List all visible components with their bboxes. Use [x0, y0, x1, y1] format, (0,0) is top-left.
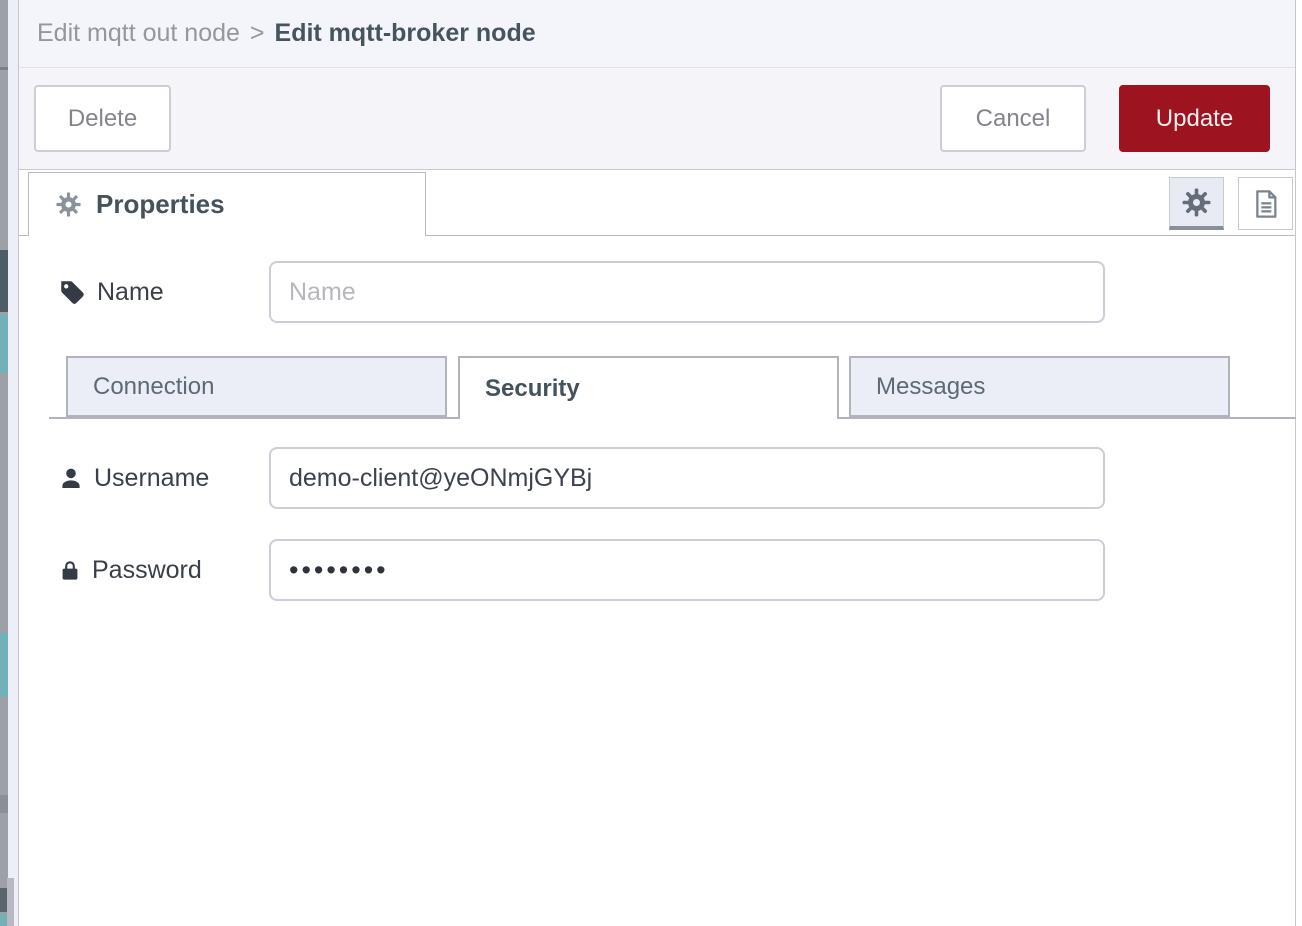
username-field-label: Username [59, 447, 209, 509]
cancel-button[interactable]: Cancel [940, 85, 1086, 152]
palette-divider [0, 67, 8, 70]
properties-row-divider [19, 235, 1295, 236]
edit-node-tray: Edit mqtt out node > Edit mqtt-broker no… [18, 0, 1296, 926]
tab-messages[interactable]: Messages [849, 356, 1230, 417]
gear-icon [55, 191, 82, 218]
edit-description-button[interactable] [1238, 177, 1293, 230]
tab-connection[interactable]: Connection [66, 356, 447, 417]
password-field-label: Password [59, 539, 202, 601]
update-button[interactable]: Update [1119, 85, 1270, 152]
tab-properties[interactable]: Properties [28, 172, 426, 236]
name-label-text: Name [97, 277, 164, 306]
properties-tab-label: Properties [96, 189, 225, 219]
username-input[interactable] [269, 447, 1105, 509]
palette-node-teal [0, 914, 8, 926]
description-icon [1250, 188, 1282, 220]
edit-properties-button[interactable] [1169, 177, 1224, 230]
user-icon [62, 468, 80, 488]
gear-icon [1181, 187, 1212, 218]
breadcrumb-parent[interactable]: Edit mqtt out node [37, 19, 240, 47]
breadcrumb-separator: > [249, 19, 265, 47]
palette-scrollbar[interactable] [7, 878, 14, 926]
delete-button[interactable]: Delete [34, 85, 171, 152]
tab-connection-label: Connection [93, 372, 215, 400]
palette-node-dark [0, 888, 8, 912]
password-label-text: Password [92, 555, 202, 584]
tray-gutter [8, 0, 18, 926]
palette-node-grey [0, 795, 8, 813]
tab-security[interactable]: Security [458, 356, 839, 419]
tag-icon [61, 280, 84, 304]
name-field-label: Name [59, 261, 164, 323]
tray-header: Edit mqtt out node > Edit mqtt-broker no… [19, 0, 1295, 68]
tab-security-label: Security [485, 374, 580, 402]
password-input[interactable] [269, 539, 1105, 601]
lock-icon [62, 560, 78, 580]
tray-toolbar: Delete Cancel Update [19, 68, 1295, 170]
workspace-palette-sliver [0, 0, 8, 926]
palette-node-teal [0, 633, 8, 697]
tab-messages-label: Messages [876, 372, 986, 400]
username-label-text: Username [94, 463, 210, 492]
name-input[interactable] [269, 261, 1105, 323]
breadcrumb-current: Edit mqtt-broker node [274, 19, 536, 47]
palette-node-dark [0, 250, 8, 312]
palette-node-teal [0, 315, 8, 373]
